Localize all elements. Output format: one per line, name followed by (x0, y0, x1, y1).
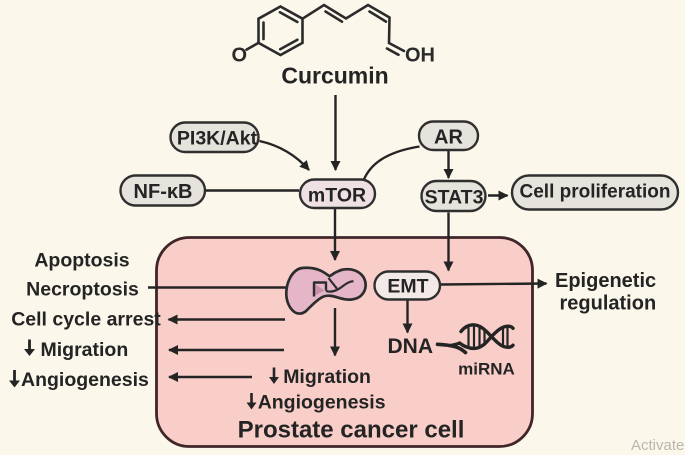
svg-text:Activate: Activate (631, 437, 684, 454)
svg-text:DNA: DNA (388, 335, 434, 358)
svg-text:EMT: EMT (387, 276, 428, 298)
svg-text:regulation: regulation (560, 293, 657, 315)
svg-text:Angiogenesis: Angiogenesis (21, 369, 149, 391)
svg-text:Curcumin: Curcumin (281, 63, 388, 89)
svg-text:miRNA: miRNA (458, 360, 515, 379)
svg-text:O: O (232, 44, 248, 66)
svg-text:mTOR: mTOR (308, 185, 366, 207)
svg-text:Migration: Migration (283, 366, 371, 388)
svg-text:Cell cycle arrest: Cell cycle arrest (11, 309, 161, 331)
svg-text:STAT3: STAT3 (425, 187, 484, 209)
svg-text:Prostate cancer cell: Prostate cancer cell (238, 417, 465, 444)
svg-text:AR: AR (434, 127, 463, 149)
svg-text:Migration: Migration (41, 339, 129, 361)
svg-text:Cell proliferation: Cell proliferation (520, 182, 671, 203)
svg-text:PI3K/Akt: PI3K/Akt (177, 128, 258, 150)
svg-text:Necroptosis: Necroptosis (26, 279, 139, 301)
svg-text:Epigenetic: Epigenetic (555, 270, 656, 292)
svg-text:Apoptosis: Apoptosis (34, 250, 129, 272)
svg-text:Angiogenesis: Angiogenesis (258, 391, 386, 413)
svg-text:OH: OH (405, 45, 435, 67)
svg-text:NF-κB: NF-κB (134, 181, 193, 203)
